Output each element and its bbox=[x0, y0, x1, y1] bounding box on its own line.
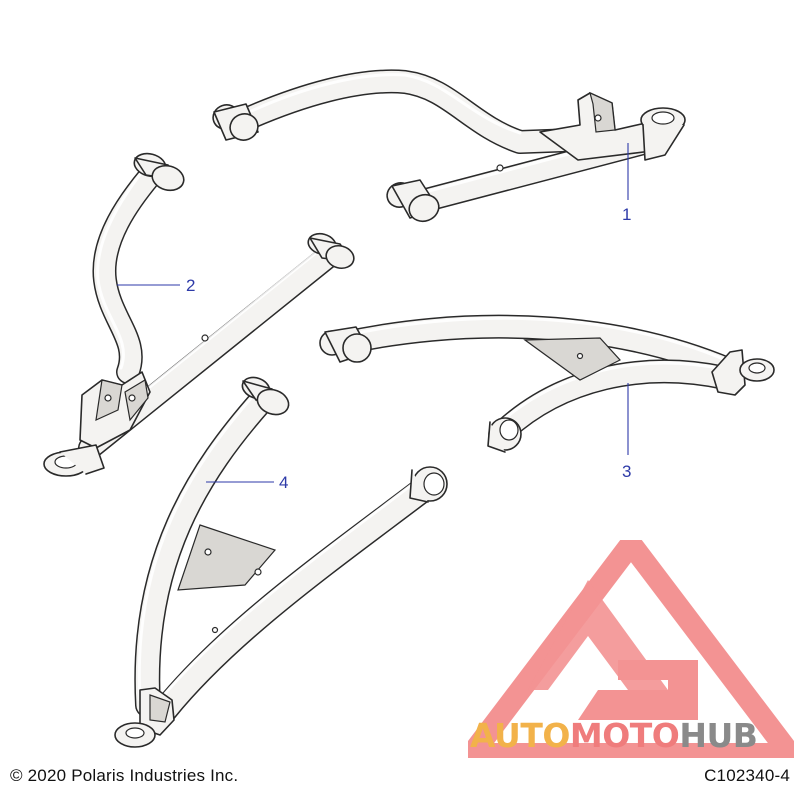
automotohub-logo-icon bbox=[468, 540, 794, 758]
part-1-upper-arm-right[interactable] bbox=[210, 69, 686, 226]
callout-1-label: 1 bbox=[622, 205, 631, 224]
callout-3: 3 bbox=[622, 383, 631, 481]
watermark-hub: HUB bbox=[679, 716, 758, 755]
part-2-upper-arm-left[interactable] bbox=[43, 150, 356, 477]
callout-1: 1 bbox=[622, 143, 631, 224]
callout-4: 4 bbox=[206, 473, 288, 492]
callout-3-label: 3 bbox=[622, 462, 631, 481]
copyright-text: © 2020 Polaris Industries Inc. bbox=[10, 766, 239, 785]
callout-4-label: 4 bbox=[279, 473, 288, 492]
watermark-auto: AUTO bbox=[470, 716, 570, 755]
watermark-moto: MOTO bbox=[569, 716, 680, 755]
watermark-text: AUTOMOTOHUB bbox=[470, 716, 758, 755]
part-3-lower-arm-right[interactable] bbox=[319, 314, 775, 453]
callout-2-label: 2 bbox=[186, 276, 195, 295]
part-4-lower-arm-left[interactable] bbox=[114, 374, 448, 748]
illustration-reference: C102340-4 bbox=[704, 766, 790, 785]
callout-2: 2 bbox=[117, 276, 195, 295]
